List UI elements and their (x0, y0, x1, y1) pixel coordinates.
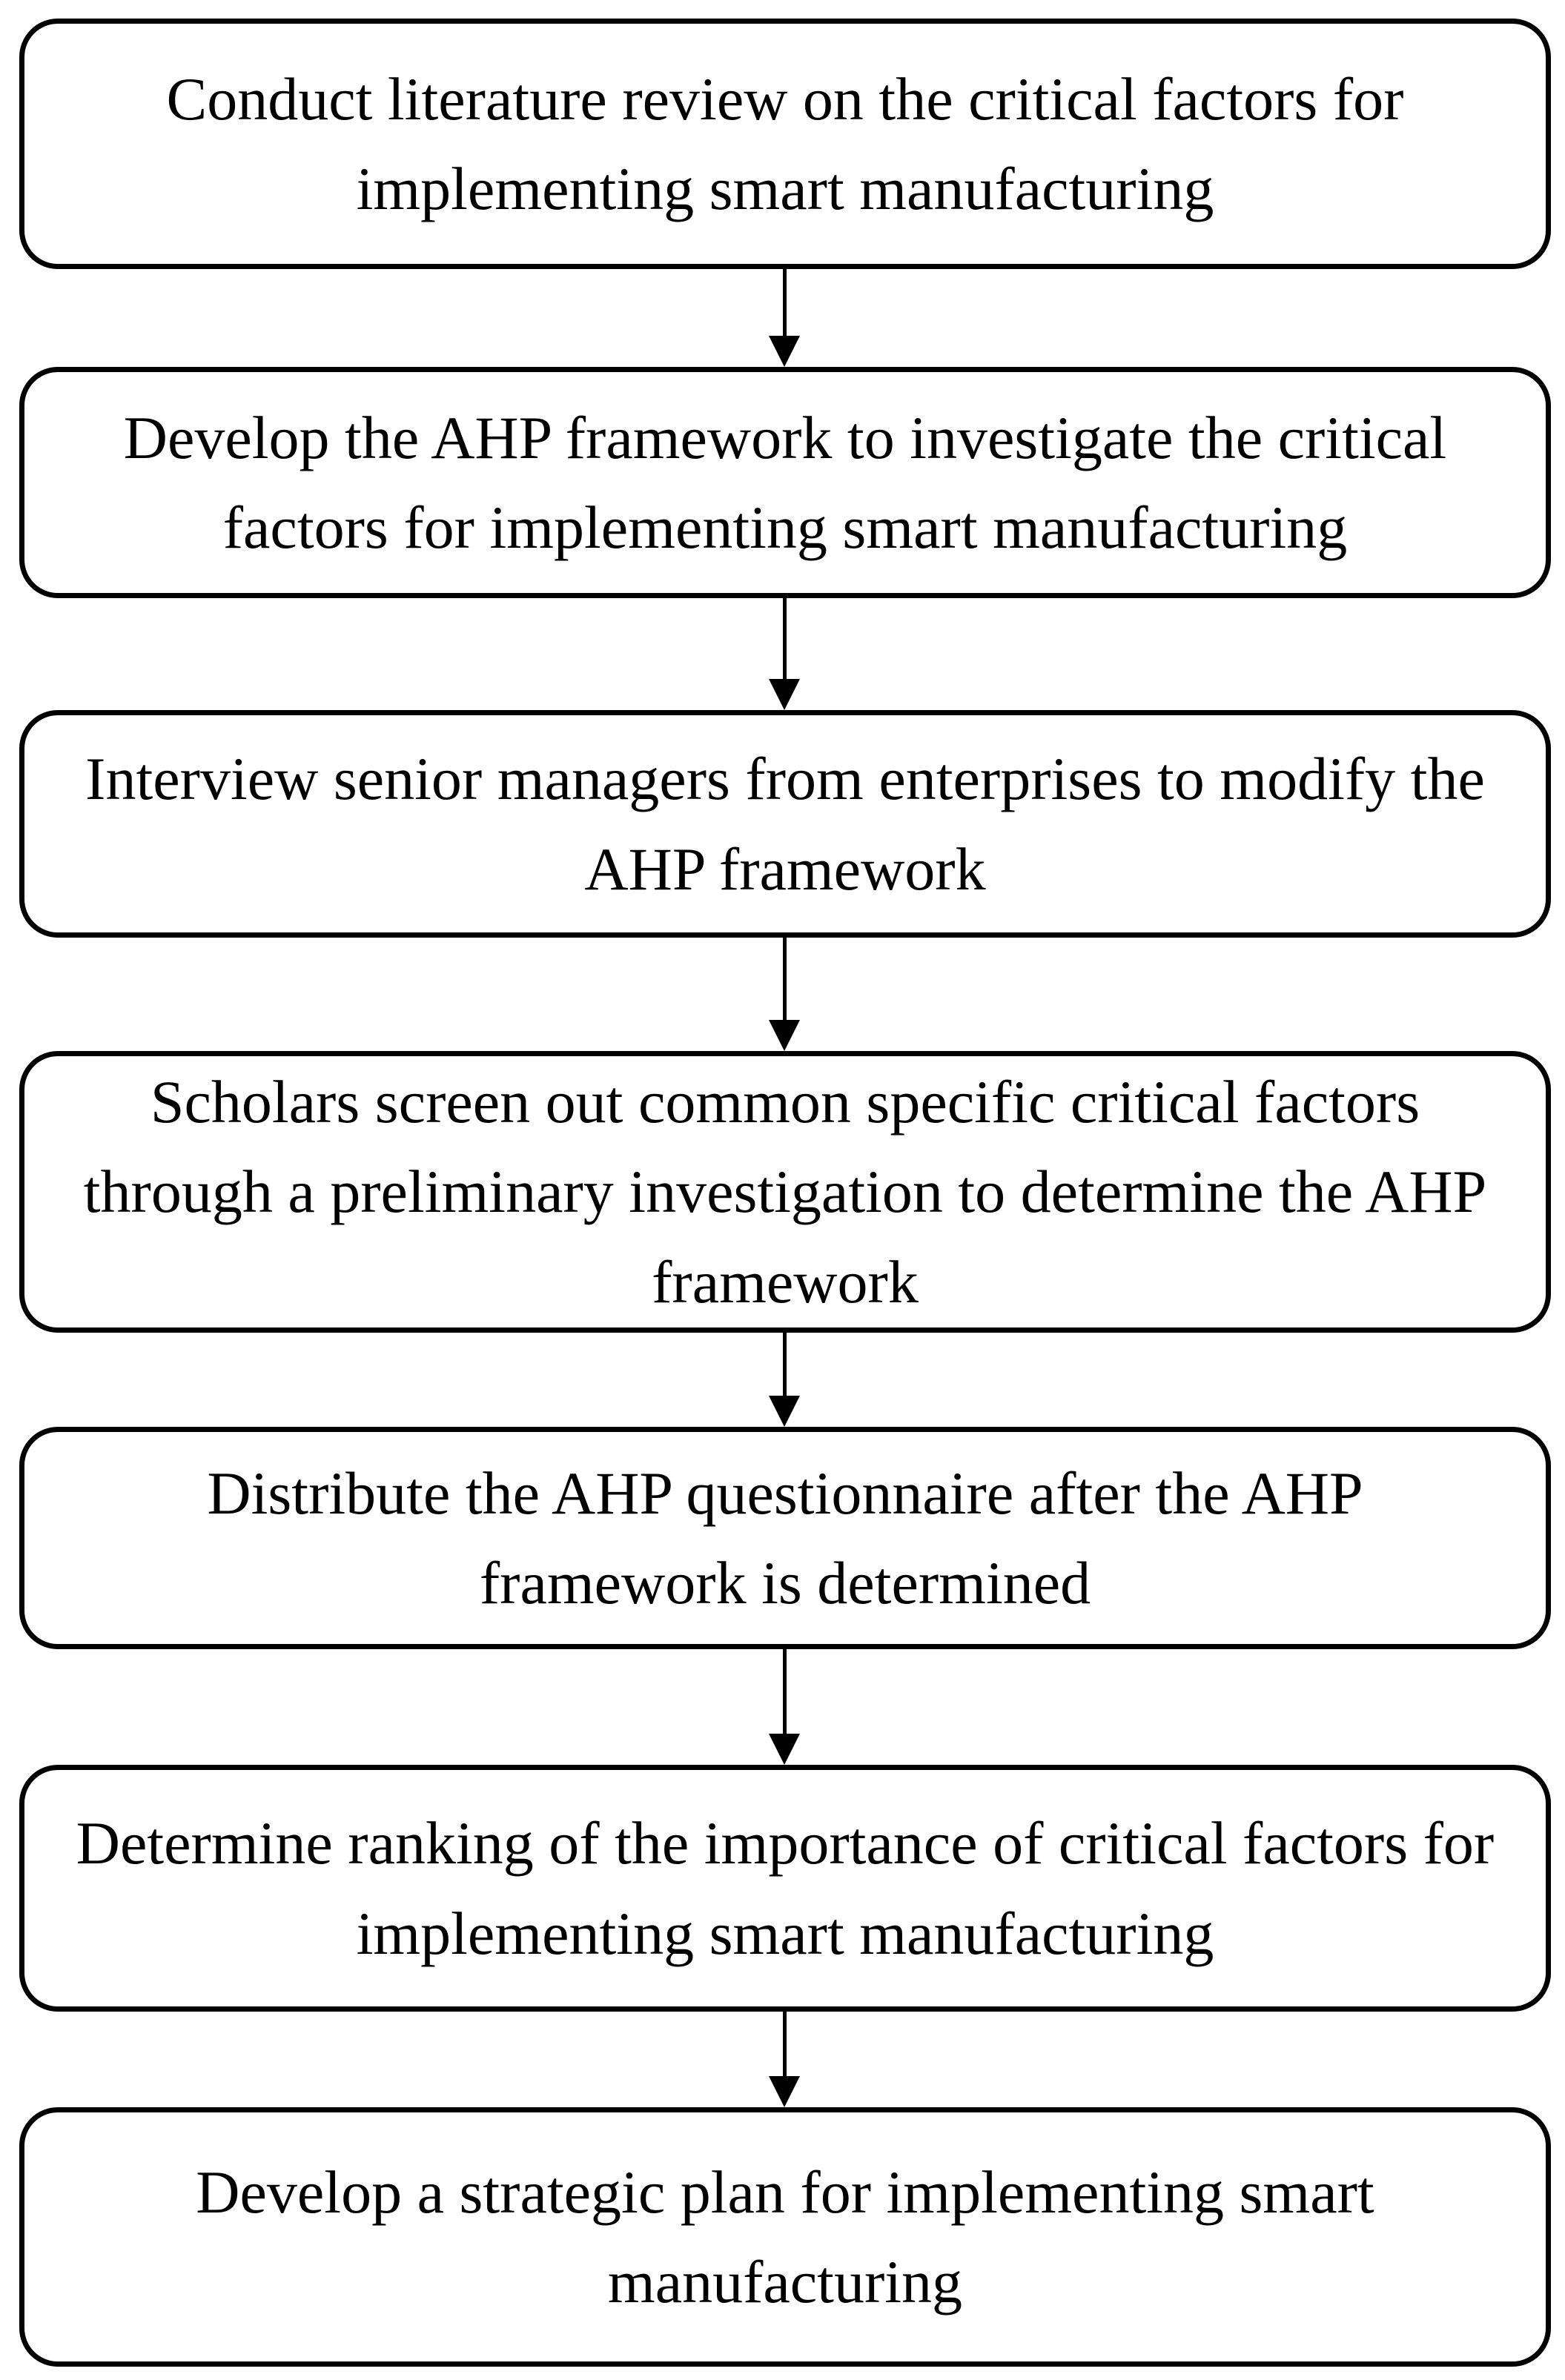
arrow-shaft (782, 938, 787, 1020)
flow-step-7: Develop a strategic plan for implementin… (19, 2107, 1551, 2367)
arrow-shaft (782, 269, 787, 336)
flow-connector-6-7 (769, 2012, 800, 2107)
flow-step-5-label: Distribute the AHP questionnaire after t… (207, 1459, 1363, 1617)
flow-step-3-label: Interview senior managers from enterpris… (85, 745, 1485, 903)
flow-step-6-label: Determine ranking of the importance of c… (76, 1809, 1495, 1967)
flow-connector-3-4 (769, 938, 800, 1051)
arrow-down-icon (769, 1396, 800, 1427)
flow-step-1-label: Conduct literature review on the critica… (166, 64, 1404, 222)
flow-connector-2-3 (769, 598, 800, 710)
flow-step-3: Interview senior managers from enterpris… (19, 710, 1551, 938)
flow-step-4-label: Scholars screen out common specific crit… (83, 1067, 1487, 1316)
flow-step-2: Develop the AHP framework to investigate… (19, 367, 1551, 598)
arrow-shaft (782, 2012, 787, 2076)
flow-connector-4-5 (769, 1333, 800, 1427)
arrow-down-icon (769, 1020, 800, 1051)
arrow-shaft (782, 1649, 787, 1734)
flow-step-7-label: Develop a strategic plan for implementin… (196, 2158, 1374, 2316)
flow-step-5: Distribute the AHP questionnaire after t… (19, 1427, 1551, 1649)
flow-connector-5-6 (769, 1649, 800, 1765)
arrow-down-icon (769, 1734, 800, 1765)
flow-step-6: Determine ranking of the importance of c… (19, 1765, 1551, 2012)
arrow-down-icon (769, 2076, 800, 2107)
flow-step-4: Scholars screen out common specific crit… (19, 1051, 1551, 1333)
arrow-shaft (782, 1333, 787, 1396)
arrow-down-icon (769, 679, 800, 710)
flow-connector-1-2 (769, 269, 800, 367)
arrow-down-icon (769, 336, 800, 367)
arrow-shaft (782, 598, 787, 679)
flow-step-2-label: Develop the AHP framework to investigate… (123, 403, 1447, 561)
flow-step-1: Conduct literature review on the critica… (19, 19, 1551, 269)
